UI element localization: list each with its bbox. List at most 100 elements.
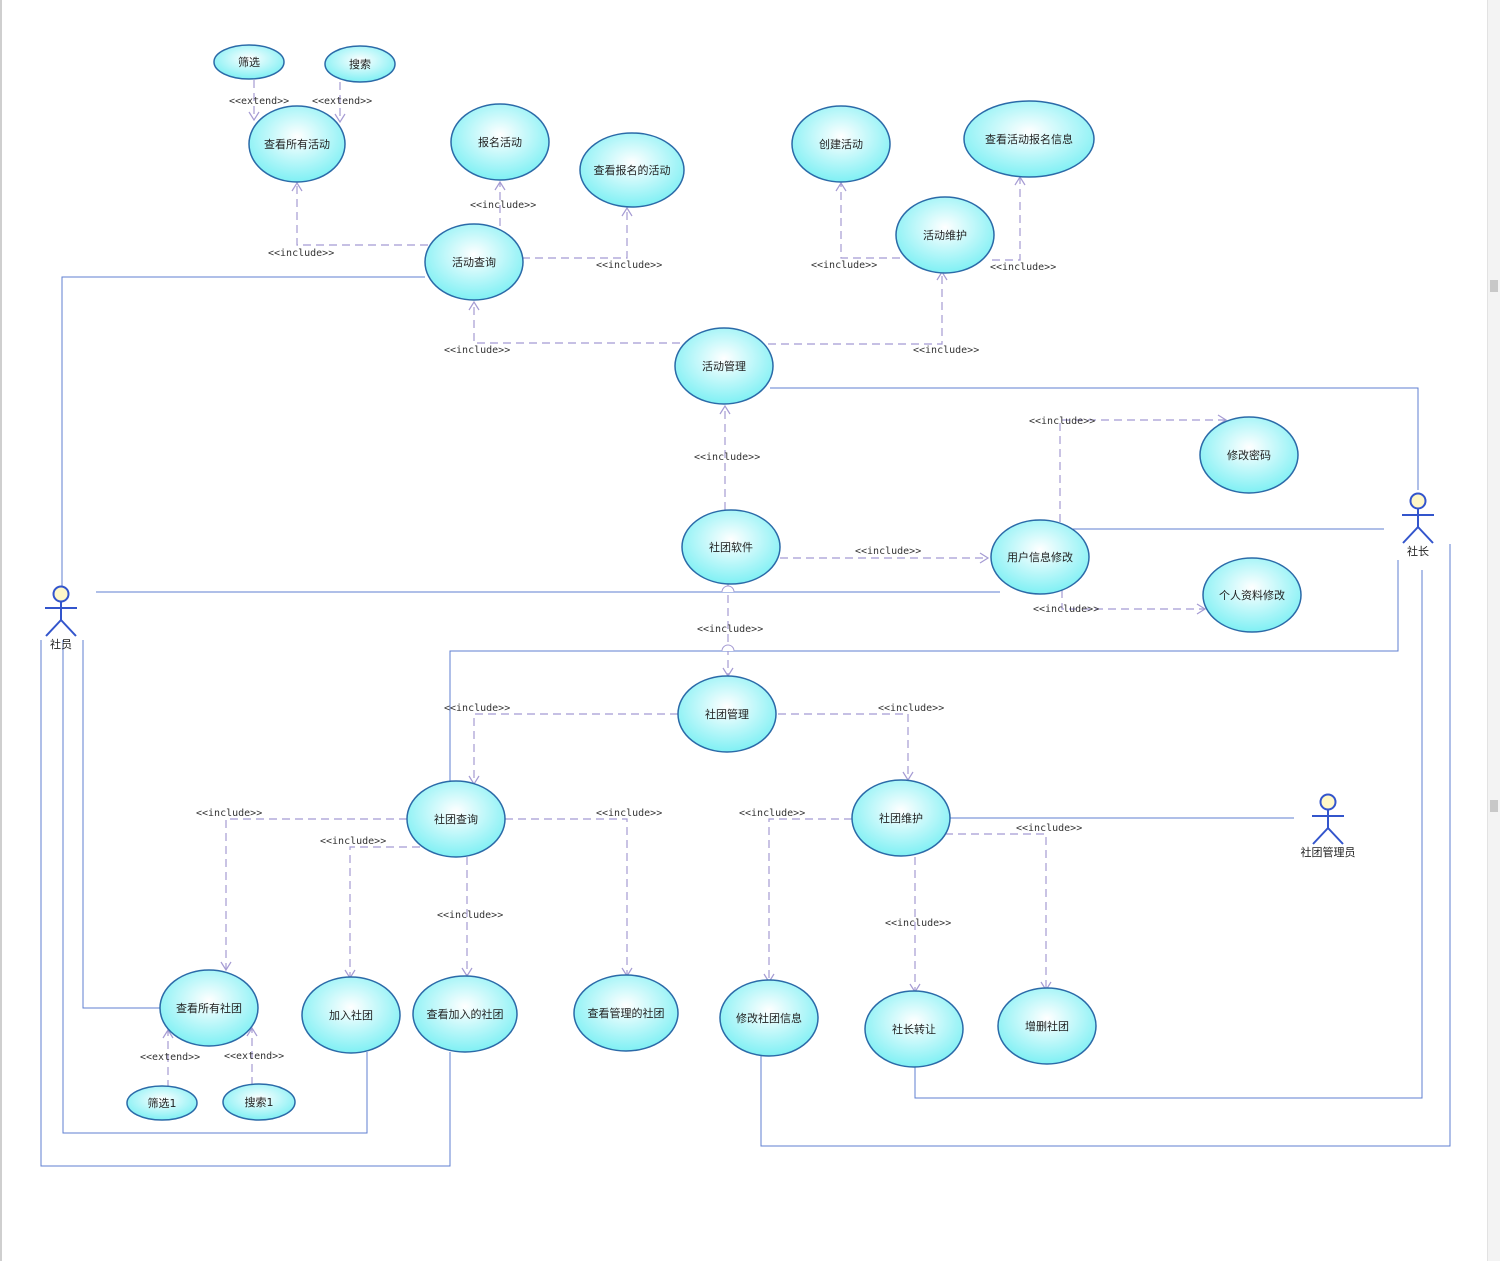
use-case-club-query[interactable]: 社团查询 xyxy=(406,780,506,858)
use-case-label: 个人资料修改 xyxy=(1219,588,1285,602)
actor-member[interactable] xyxy=(45,585,77,637)
label-extend: <<extend>> xyxy=(229,96,289,107)
use-case-edit-club-info[interactable]: 修改社团信息 xyxy=(719,979,819,1057)
use-case-change-password[interactable]: 修改密码 xyxy=(1199,416,1299,494)
label-include: <<include>> xyxy=(913,345,979,356)
dep-mt-add-del xyxy=(945,833,1047,990)
arrow-aq-view-all xyxy=(291,181,303,192)
actor-president[interactable] xyxy=(1402,492,1434,544)
dep-mgmt-aq xyxy=(473,302,680,344)
use-case-label: 筛选1 xyxy=(148,1096,177,1110)
use-case-view-all-clubs[interactable]: 查看所有社团 xyxy=(159,969,259,1047)
scrollbar-marker[interactable] xyxy=(1490,280,1498,292)
use-case-label: 查看所有活动 xyxy=(264,137,330,151)
vertical-scrollbar[interactable] xyxy=(1487,0,1500,1261)
label-include: <<include>> xyxy=(596,260,662,271)
use-case-transfer-president[interactable]: 社长转让 xyxy=(864,990,964,1068)
use-case-label: 社团维护 xyxy=(879,811,923,825)
label-include: <<include>> xyxy=(1033,604,1099,615)
label-include: <<include>> xyxy=(990,262,1056,273)
scrollbar-marker[interactable] xyxy=(1490,800,1498,812)
label-include: <<include>> xyxy=(268,248,334,259)
association-lines xyxy=(40,276,1451,1167)
arrow-aq-view-registered xyxy=(621,206,633,217)
hop-651 xyxy=(721,644,735,652)
use-case-create-activity[interactable]: 创建活动 xyxy=(791,105,891,183)
label-include: <<include>> xyxy=(444,345,510,356)
label-include: <<include>> xyxy=(320,836,386,847)
use-case-user-info-edit[interactable]: 用户信息修改 xyxy=(990,519,1090,595)
label-include: <<include>> xyxy=(697,624,763,635)
use-case-label: 用户信息修改 xyxy=(1007,550,1073,564)
use-case-activity-maintenance[interactable]: 活动维护 xyxy=(895,196,995,274)
label-extend: <<extend>> xyxy=(312,96,372,107)
label-extend: <<extend>> xyxy=(224,1051,284,1062)
stereotype-labels: <<extend>> <<extend>> <<include>> <<incl… xyxy=(140,96,1099,1063)
dep-aq-view-all xyxy=(296,183,428,246)
arrow-search1-extend xyxy=(246,1026,258,1037)
arrow-cq-view-all xyxy=(220,961,232,972)
arrow-search-extend xyxy=(334,113,346,124)
arrow-mgmt-aq xyxy=(468,300,480,311)
label-include: <<include>> xyxy=(855,546,921,557)
use-case-label: 社团软件 xyxy=(709,540,753,554)
dep-ue-password xyxy=(1059,419,1226,522)
use-case-add-delete-club[interactable]: 增删社团 xyxy=(997,987,1097,1065)
use-case-profile-edit[interactable]: 个人资料修改 xyxy=(1202,557,1302,633)
actor-head-icon xyxy=(52,585,70,603)
line-crossing-hops xyxy=(721,585,735,652)
use-case-club-management[interactable]: 社团管理 xyxy=(677,675,777,753)
dep-ue-profile xyxy=(1061,590,1205,610)
use-case-label: 修改密码 xyxy=(1227,448,1271,462)
assoc-president-edit-club-info xyxy=(760,544,1451,1147)
use-case-activity-query[interactable]: 活动查询 xyxy=(424,223,524,301)
use-case-label: 加入社团 xyxy=(329,1008,373,1022)
assoc-member-activity-query xyxy=(61,276,425,588)
use-case-club-maintenance[interactable]: 社团维护 xyxy=(851,779,951,857)
use-case-search1[interactable]: 搜索1 xyxy=(222,1083,296,1121)
use-case-view-joined-clubs[interactable]: 查看加入的社团 xyxy=(412,975,518,1053)
assoc-member-view-all-clubs xyxy=(82,640,160,1009)
use-case-label: 查看加入的社团 xyxy=(427,1007,504,1021)
label-include: <<include>> xyxy=(470,200,536,211)
dep-mt-edit-info xyxy=(768,818,852,982)
arrow-sw-user-edit xyxy=(979,552,990,564)
use-case-search[interactable]: 搜索 xyxy=(324,45,396,83)
use-case-view-registered-activities[interactable]: 查看报名的活动 xyxy=(579,132,685,208)
use-case-label: 活动维护 xyxy=(923,228,967,242)
assoc-president-transfer xyxy=(914,570,1423,1099)
actor-club-admin-label: 社团管理员 xyxy=(1301,845,1356,859)
use-case-view-managed-clubs[interactable]: 查看管理的社团 xyxy=(573,974,679,1052)
dependency-lines xyxy=(162,80,1228,1088)
use-case-view-all-activities[interactable]: 查看所有活动 xyxy=(248,105,346,183)
dep-am-reg-info xyxy=(992,177,1021,261)
use-case-label: 查看所有社团 xyxy=(176,1001,242,1015)
dep-mgmt-am xyxy=(768,272,943,345)
actor-club-admin[interactable] xyxy=(1312,793,1344,845)
use-case-register-activity[interactable]: 报名活动 xyxy=(450,103,550,181)
use-case-join-club[interactable]: 加入社团 xyxy=(301,976,401,1054)
use-case-activity-management[interactable]: 活动管理 xyxy=(674,327,774,405)
arrow-filter-extend xyxy=(248,111,260,122)
use-case-club-software[interactable]: 社团软件 xyxy=(681,509,781,585)
assoc-president-activity-management xyxy=(770,387,1419,490)
use-case-label: 活动管理 xyxy=(702,359,746,373)
use-case-label: 报名活动 xyxy=(478,135,522,149)
label-include: <<include>> xyxy=(694,452,760,463)
label-include: <<include>> xyxy=(196,808,262,819)
actor-head-icon xyxy=(1319,793,1337,811)
label-include: <<include>> xyxy=(811,260,877,271)
label-include: <<include>> xyxy=(437,910,503,921)
label-include: <<include>> xyxy=(885,918,951,929)
hop-592 xyxy=(721,585,735,593)
use-case-filter1[interactable]: 筛选1 xyxy=(126,1085,198,1121)
use-case-label: 社团管理 xyxy=(705,707,749,721)
use-case-view-registration-info[interactable]: 查看活动报名信息 xyxy=(963,100,1095,178)
assoc-president-club-query xyxy=(449,560,1399,782)
use-case-filter[interactable]: 筛选 xyxy=(213,44,285,80)
use-case-label: 查看管理的社团 xyxy=(588,1006,665,1020)
use-case-label: 活动查询 xyxy=(452,255,496,269)
arrow-aq-register xyxy=(494,180,506,191)
label-include: <<include>> xyxy=(444,703,510,714)
